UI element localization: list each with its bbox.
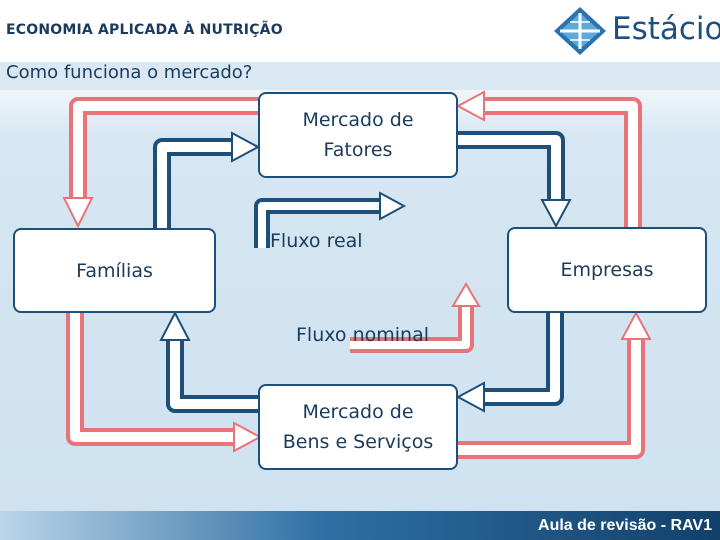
node-firms-label: Empresas [560,259,654,281]
logo-mark-icon [554,7,606,55]
heading-band [0,62,720,90]
real-flow-arrow-families-to-factors [153,131,261,228]
node-goods-market-label: Mercado de Bens e Serviços [282,401,434,453]
legend-nominal-flow-label: Fluxo nominal [296,324,429,346]
real-flow-arrow-goods-to-families [159,310,258,413]
logo-text: Estácio [612,11,720,47]
node-families-label: Famílias [76,259,153,282]
nominal-flow-arrow-goods-to-firms [458,310,652,459]
estacio-logo: Estácio [552,5,720,57]
legend-real-flow-arrow [254,191,407,248]
footer-label: Aula de revisão - RAV1 [538,517,712,534]
node-factors-market: Mercado de Fatores [258,92,458,178]
header: ECONOMIA APLICADA À NUTRIÇÃO Estácio [0,0,720,62]
legend-nominal-flow-arrow [350,282,481,353]
slide-heading: Como funciona o mercado? [6,62,253,83]
legend-real-flow-label: Fluxo real [270,230,363,252]
course-title: ECONOMIA APLICADA À NUTRIÇÃO [6,22,283,38]
nominal-flow-arrow-firms-to-factors [455,90,642,227]
node-firms: Empresas [507,227,707,313]
nominal-flow-arrow-families-to-goods [66,313,263,453]
footer-bar: Aula de revisão - RAV1 [0,511,720,540]
node-families: Famílias [13,228,216,313]
real-flow-arrow-factors-to-firms [458,131,572,229]
nominal-flow-arrow-factors-to-families [62,97,258,229]
real-flow-arrow-firms-to-goods [455,313,564,413]
node-factors-market-label: Mercado de Fatores [302,109,414,161]
node-goods-market: Mercado de Bens e Serviços [258,384,458,470]
